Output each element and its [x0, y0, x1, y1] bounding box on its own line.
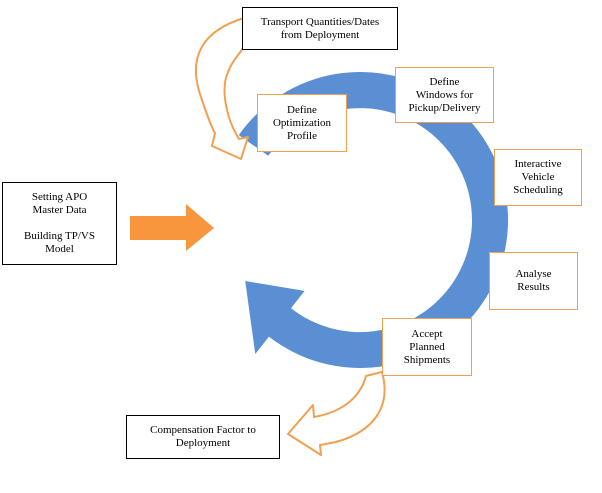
compensation-factor-box: Compensation Factor to Deployment: [126, 415, 280, 459]
cycle-ring-arrow: [238, 71, 509, 368]
interactive-vehicle-scheduling-box: Interactive Vehicle Scheduling: [494, 149, 582, 206]
define-optimization-profile-box: Define Optimization Profile: [257, 94, 347, 152]
curved-arrow-bottom: [287, 371, 386, 456]
master-data-box: Setting APO Master Data Building TP/VS M…: [2, 182, 117, 265]
transport-quantities-box: Transport Quantities/Dates from Deployme…: [242, 7, 398, 50]
analyse-results-box: Analyse Results: [489, 252, 578, 310]
curved-arrow-top: [194, 17, 249, 160]
accept-planned-shipments-box: Accept Planned Shipments: [382, 318, 472, 376]
define-windows-box: Define Windows for Pickup/Delivery: [395, 67, 494, 123]
input-arrow: [130, 204, 214, 251]
